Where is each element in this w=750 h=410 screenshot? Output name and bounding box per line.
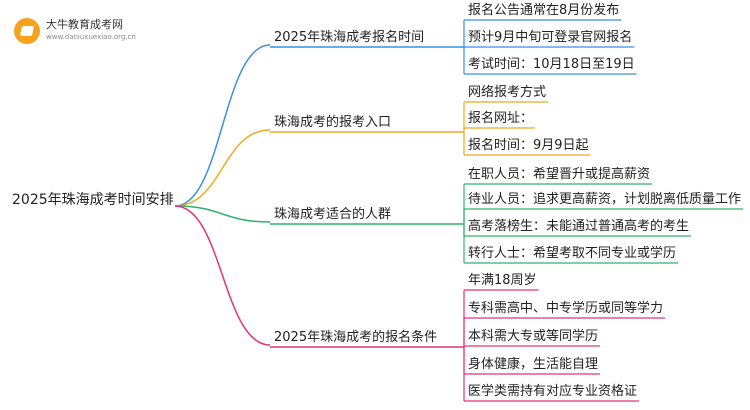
- leaf-topic: 网络报考方式: [468, 85, 547, 100]
- leaf-topic: 高考落榜生：未能通过普通高考的考生: [468, 219, 690, 234]
- leaf-topic: 预计9月中旬可登录官网报名: [468, 30, 633, 45]
- leaf-topic: 考试时间：10月18日至19日: [468, 57, 635, 72]
- branch-connector: [174, 129, 271, 207]
- branch-topic: 珠海成考适合的人群: [274, 207, 392, 222]
- leaf-topic: 医学类需持有对应专业资格证: [468, 384, 638, 399]
- leaf-topic: 转行人士：希望考取不同专业或学历: [468, 246, 677, 261]
- branch-connector: [174, 205, 271, 223]
- logo-name: 大牛教育成考网: [46, 18, 123, 31]
- book-icon: [14, 18, 40, 44]
- branch-connector: [174, 44, 271, 207]
- branch-topic: 2025年珠海成考报名时间: [274, 30, 425, 45]
- branch-topic: 珠海成考的报考入口: [274, 115, 392, 130]
- branch-topic: 2025年珠海成考的报名条件: [274, 330, 438, 345]
- site-logo: 大牛教育成考网 www.daniuxuexiao.org.cn: [14, 14, 164, 48]
- leaf-topic: 报名网址：: [468, 111, 534, 126]
- leaf-topic: 专科需高中、中专学历或同等学力: [468, 301, 664, 316]
- leaf-topic: 报名时间：9月9日起: [468, 138, 589, 153]
- branch-connector: [174, 205, 271, 346]
- leaf-topic: 待业人员：追求更高薪资，计划脱离低质量工作: [468, 192, 742, 207]
- leaf-topic: 在职人员：希望晋升或提高薪资: [468, 167, 651, 182]
- leaf-topic: 报名公告通常在8月份发布: [468, 3, 620, 18]
- leaf-topic: 年满18周岁: [468, 273, 537, 288]
- leaf-topic: 身体健康，生活能自理: [468, 357, 599, 372]
- logo-url: www.daniuxuexiao.org.cn: [46, 33, 136, 41]
- root-topic: 2025年珠海成考时间安排: [12, 192, 174, 208]
- leaf-topic: 本科需大专或等同学历: [468, 329, 599, 344]
